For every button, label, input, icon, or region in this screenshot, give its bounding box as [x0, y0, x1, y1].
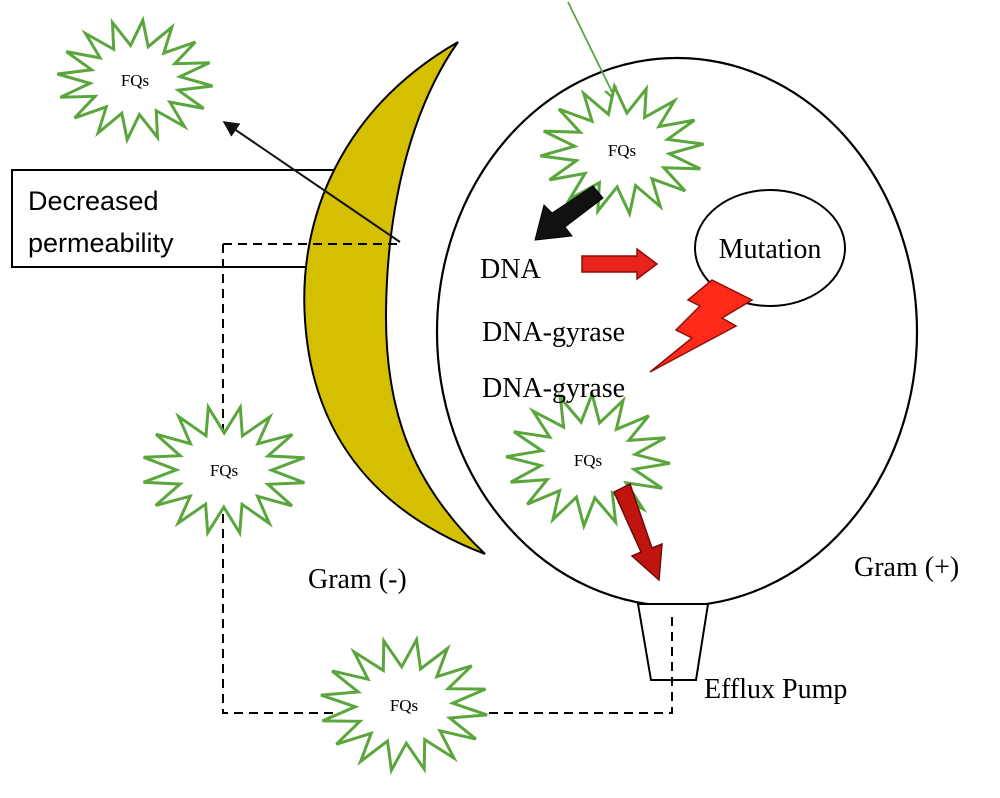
- mutation-bubble: [694, 189, 846, 307]
- gram-positive-label: Gram (+): [854, 552, 959, 583]
- efflux-pump: [636, 603, 710, 681]
- fq-star-inside-top: FQs: [539, 81, 705, 219]
- fq-star-bottom: FQs: [320, 634, 488, 776]
- fq-star-left-middle: FQs: [142, 402, 306, 538]
- permeability-exit-arrow: [222, 121, 401, 243]
- fq-star-left-middle-label: FQs: [210, 461, 238, 480]
- fq-star-top-left: FQs: [56, 15, 214, 145]
- dna-label: DNA: [480, 254, 541, 285]
- mutation-label: Mutation: [719, 234, 822, 265]
- decreased-permeability-box: [11, 169, 359, 268]
- dna-to-mutation-arrow: [581, 247, 659, 281]
- fq-entry-arrow: [567, 1, 616, 100]
- fq-to-efflux-arrow: [613, 482, 663, 582]
- fq-star-inside-top-label: FQs: [608, 141, 636, 160]
- gram-negative-cell-wall: [303, 41, 486, 555]
- dna-gyrase-label-1: DNA-gyrase: [482, 317, 625, 348]
- fq-to-dna-arrow: [534, 185, 604, 241]
- decreased-permeability-label-line2: permeability: [28, 228, 174, 258]
- lightning-bolt-icon: [649, 279, 754, 373]
- efflux-pump-label: Efflux Pump: [704, 674, 847, 705]
- dna-gyrase-label-2: DNA-gyrase: [482, 373, 625, 404]
- fq-star-top-left-label: FQs: [121, 71, 149, 90]
- gram-negative-label: Gram (-): [308, 564, 407, 595]
- fq-star-bottom-label: FQs: [390, 696, 418, 715]
- fq-star-inside-bottom-label: FQs: [574, 451, 602, 470]
- decreased-permeability-label-line1: Decreased: [28, 186, 159, 216]
